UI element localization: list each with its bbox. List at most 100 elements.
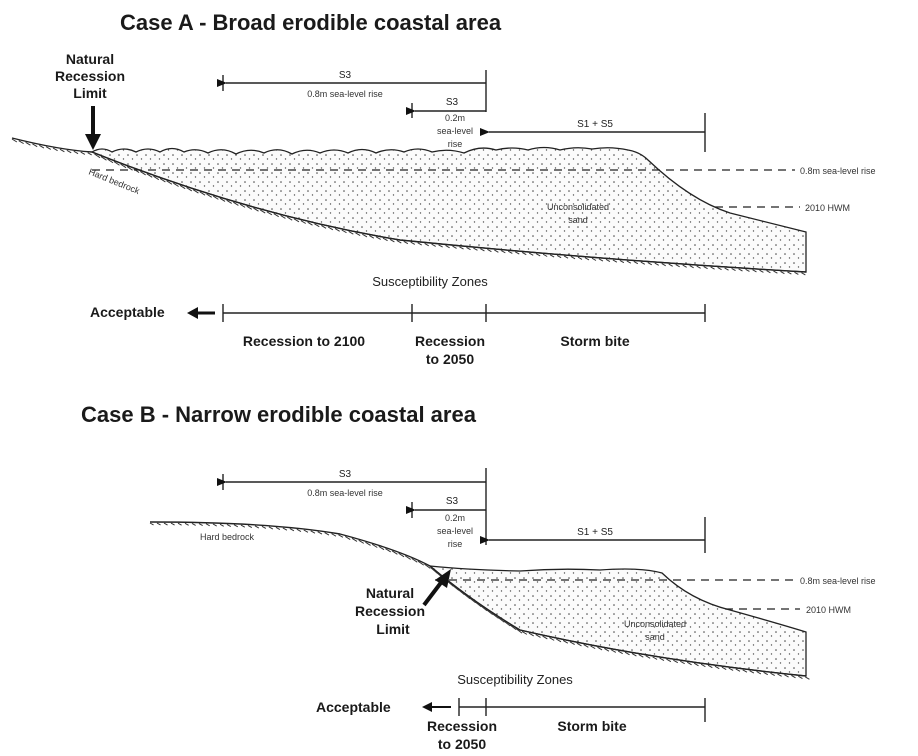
bedrock-hatch-mark bbox=[632, 653, 637, 656]
case-b-hwm-label: 2010 HWM bbox=[806, 605, 851, 615]
bedrock-hatch-mark bbox=[715, 666, 719, 668]
bedrock-hatch-mark bbox=[508, 251, 512, 253]
bedrock-hatch-mark bbox=[774, 271, 778, 273]
bedrock-hatch-mark bbox=[646, 656, 650, 659]
bedrock-hatch-mark bbox=[660, 658, 664, 661]
bedrock-hatch-mark bbox=[805, 677, 809, 679]
bedrock-hatch-mark bbox=[620, 260, 624, 262]
bedrock-hatch-mark bbox=[60, 149, 64, 152]
bedrock-hatch-mark bbox=[571, 257, 575, 259]
bedrock-hatch-mark bbox=[452, 246, 456, 248]
bedrock-hatch-mark bbox=[297, 529, 301, 531]
bedrock-hatch-mark bbox=[473, 248, 477, 250]
bedrock-hatch-mark bbox=[199, 524, 203, 526]
case-a-natural-limit-line1: Natural bbox=[66, 51, 114, 67]
case-a-s3-short-sub1: 0.2m bbox=[445, 113, 465, 123]
bedrock-hatch-mark bbox=[227, 524, 231, 526]
bedrock-hatch-mark bbox=[653, 657, 657, 660]
case-a-s3-short-sub3: rise bbox=[448, 139, 463, 149]
bedrock-hatch-mark bbox=[550, 255, 554, 257]
bedrock-hatch-mark bbox=[791, 675, 795, 677]
case-a-acceptable-label: Acceptable bbox=[90, 304, 165, 320]
bedrock-hatch-mark bbox=[599, 259, 603, 261]
bedrock-hatch-mark bbox=[764, 672, 768, 674]
bedrock-hatch-mark bbox=[171, 523, 175, 525]
case-a-natural-limit-line3: Limit bbox=[73, 85, 107, 101]
bedrock-hatch-mark bbox=[185, 523, 189, 525]
bedrock-hatch-mark bbox=[729, 668, 733, 670]
bedrock-hatch-mark bbox=[662, 264, 666, 266]
case-b-zone-label-storm: Storm bite bbox=[557, 718, 626, 734]
case-a-panel: Case A - Broad erodible coastal area Nat… bbox=[12, 10, 876, 367]
bedrock-hatch-mark bbox=[325, 533, 329, 536]
bedrock-hatch-mark bbox=[680, 661, 684, 664]
bedrock-hatch-mark bbox=[606, 259, 610, 261]
bedrock-hatch-mark bbox=[332, 534, 336, 537]
case-b-natural-limit-arrow bbox=[424, 569, 451, 605]
bedrock-hatch-mark bbox=[418, 243, 422, 245]
case-b-natural-limit-line3: Limit bbox=[376, 621, 410, 637]
bedrock-hatch-mark bbox=[708, 665, 712, 668]
bedrock-hatch-mark bbox=[625, 652, 630, 655]
bedrock-hatch-mark bbox=[318, 532, 322, 534]
case-a-zone-label-storm: Storm bite bbox=[560, 333, 629, 349]
case-a-title: Case A - Broad erodible coastal area bbox=[120, 10, 502, 35]
case-b-acceptable-arrowhead bbox=[422, 702, 432, 712]
bedrock-hatch-mark bbox=[711, 267, 715, 269]
bedrock-hatch-mark bbox=[213, 524, 217, 526]
bedrock-hatch-mark bbox=[683, 265, 687, 267]
bedrock-hatch-mark bbox=[641, 262, 645, 264]
case-a-sea-level-label: 0.8m sea-level rise bbox=[800, 166, 876, 176]
case-a-zone-label-2050-2: to 2050 bbox=[426, 351, 474, 367]
case-a-hwm-label: 2010 HWM bbox=[805, 203, 850, 213]
case-b-sea-level-label: 0.8m sea-level rise bbox=[800, 576, 876, 586]
bedrock-hatch-mark bbox=[673, 660, 677, 663]
bedrock-hatch-mark bbox=[618, 651, 623, 654]
bedrock-hatch-mark bbox=[522, 252, 526, 254]
bedrock-hatch-mark bbox=[669, 264, 673, 266]
bedrock-hatch-mark bbox=[690, 266, 694, 268]
bedrock-hatch-mark bbox=[725, 268, 729, 270]
case-a-sand-body bbox=[92, 148, 806, 273]
bedrock-hatch-mark bbox=[718, 267, 722, 269]
bedrock-hatch-mark bbox=[487, 249, 491, 251]
bedrock-hatch-mark bbox=[739, 269, 743, 271]
bedrock-hatch-mark bbox=[311, 531, 315, 533]
bedrock-hatch-mark bbox=[262, 526, 266, 528]
case-b-s1-s5-label: S1 + S5 bbox=[577, 527, 613, 538]
bedrock-hatch-mark bbox=[53, 148, 58, 151]
case-b-sand-label2: sand bbox=[645, 632, 665, 642]
bedrock-hatch-mark bbox=[736, 669, 740, 671]
bedrock-hatch-mark bbox=[390, 239, 395, 242]
case-a-sand-label2: sand bbox=[568, 215, 588, 225]
case-a-zone-label-2100: Recession to 2100 bbox=[243, 333, 365, 349]
case-b-s3-short-label: S3 bbox=[446, 496, 459, 507]
bedrock-hatch-mark bbox=[767, 271, 771, 273]
bedrock-hatch-mark bbox=[290, 529, 294, 531]
bedrock-hatch-mark bbox=[722, 667, 726, 669]
bedrock-hatch-mark bbox=[746, 269, 750, 271]
bedrock-hatch-mark bbox=[694, 663, 698, 666]
bedrock-hatch-mark bbox=[74, 151, 78, 153]
bedrock-hatch-mark bbox=[557, 255, 561, 257]
case-a-s3-short-sub2: sea-level bbox=[437, 126, 473, 136]
bedrock-hatch-mark bbox=[634, 261, 638, 263]
bedrock-hatch-mark bbox=[150, 523, 154, 525]
bedrock-hatch-mark bbox=[784, 675, 788, 677]
case-a-sand-label1: Unconsolidated bbox=[547, 202, 609, 212]
case-b-zone-label-2050-1: Recession bbox=[427, 718, 497, 734]
bedrock-hatch-mark bbox=[627, 261, 631, 263]
bedrock-hatch-mark bbox=[178, 523, 182, 525]
bedrock-hatch-mark bbox=[743, 670, 747, 672]
bedrock-hatch-mark bbox=[494, 250, 498, 252]
bedrock-hatch-mark bbox=[439, 245, 443, 247]
bedrock-hatch-mark bbox=[432, 244, 436, 246]
bedrock-hatch-mark bbox=[192, 523, 196, 525]
bedrock-hatch-mark bbox=[564, 256, 568, 258]
case-a-acceptable-arrowhead bbox=[187, 307, 198, 319]
case-a-zones-title: Susceptibility Zones bbox=[372, 274, 488, 289]
case-a-bedrock-label: Hard bedrock bbox=[87, 167, 141, 197]
bedrock-hatch-mark bbox=[687, 662, 691, 665]
case-a-natural-limit-line2: Recession bbox=[55, 68, 125, 84]
bedrock-hatch-mark bbox=[269, 527, 273, 529]
